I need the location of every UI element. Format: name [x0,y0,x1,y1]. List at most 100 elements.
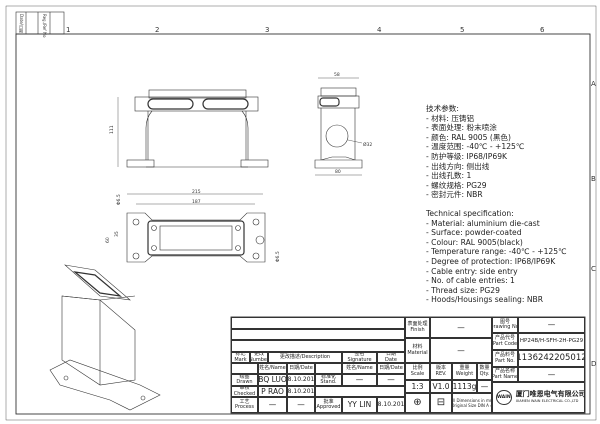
dim-entry: Ø32 [363,141,372,148]
dim-inner-y: 35 [114,231,120,237]
grid-col-6: 6 [540,26,545,34]
process-date: — [287,397,315,413]
approved-label: 批准 Approved [315,397,342,413]
grid-row-a: A [591,80,596,88]
projection-cone-icon: ⊟ [430,393,452,413]
number-header: 更改 Number [250,352,268,363]
isometric-view [49,264,161,411]
scale-label: 比例 Scale [405,363,430,380]
company-name: 厦门唯恩电气有限公司 XIAMEN WAIN ELECTRICAL CO.,LT… [515,390,585,405]
approved-date: 18.10.2010 [377,397,405,413]
stand-date: — [377,374,405,386]
dim-pitch-y: 60 [105,237,111,243]
grid-col-1: 1 [66,26,71,34]
spec-en-item: - Thread size: PG29 [426,285,500,295]
grid-row-c: C [591,265,596,273]
part-no-label: 产品料号 Part No. [492,350,518,367]
spec-en: Technical specification: - Material: alu… [426,209,567,305]
spec-cn-item: - 温度范围: -40℃ - +125℃ [426,142,525,152]
dim-hole-pitch: 187 [192,199,201,205]
spec-en-item: - Surface: powder-coated [426,228,522,238]
spec-en-item: - No. of cable entries: 1 [426,276,515,286]
stand-label: 标准化 Stand. [315,374,342,386]
side-view [314,77,363,176]
date-subheader: 日期/Date [287,363,315,374]
spec-cn-item: - 出线方向: 侧出线 [426,161,490,171]
dim-length: 215 [192,189,201,195]
finish-label: 表面处理 Finish [405,317,430,338]
checked-label: 审核 Checked [231,386,258,397]
qty-label: 数量 Qty. [477,363,492,380]
corner-box [15,11,65,35]
diagonal-cell [315,363,342,374]
revision-row [231,340,405,352]
corner-label-date: Date/日期 [19,14,24,33]
spec-cn-item: - 防护等级: IP68/IP69K [426,151,508,161]
approved-name: YY LIN [342,397,377,413]
dim-hole-dia: Φ6.5 [116,194,122,205]
drawn-name: BQ LUO [258,374,287,386]
inner-border [15,33,591,415]
spec-en-item: - Material: aluminium die-cast [426,218,540,228]
spec-cn-title: 技术参数: [426,104,459,113]
name-header-2: 姓名/Name [342,363,377,374]
date-subheader-2: 日期/Date [377,363,405,374]
date-header: 日期 Date [377,352,405,363]
dim-hole-dia-right: Φ6.5 [275,251,281,262]
grid-col-4: 4 [377,26,382,34]
diagonal-cell [231,363,258,374]
grid-row-b: B [591,175,596,183]
signature-header: 签名 Signature [342,352,377,363]
drawing-no-label: 图号 Drawing No. [492,317,518,333]
checked-name: P RAO [258,386,287,397]
spec-cn-item: - 材料: 压铸铝 [426,113,475,123]
dim-height: 111 [109,125,115,134]
projection-symbol-icon: ⊕ [405,393,430,413]
drawn-label: 绘图 Drawn [231,374,258,386]
company-name-cn: 厦门唯恩电气有限公司 [515,390,585,399]
spec-en-item: - Hoods/Housings sealing: NBR [426,295,544,305]
spec-cn-item: - 螺纹规格: PG29 [426,180,487,190]
spec-cn-item: - 表面处理: 粉末喷涂 [426,123,497,133]
part-no-value: 1136242205012 [518,350,585,367]
spec-cn-item: - 密封元件: NBR [426,190,483,200]
rev-value: V1.0 [430,380,452,393]
spec-cn: 技术参数: - 材料: 压铸铝 - 表面处理: 粉末喷涂 - 颜色: RAL 9… [426,104,524,200]
dim-width-side: 58 [334,72,340,78]
grid-col-3: 3 [265,26,270,34]
drawing-no-value: — [518,317,585,333]
spec-en-item: - Temperature range: -40℃ - +125℃ [426,247,567,257]
blank-cell [315,386,405,397]
dimensions-note: All Dimensions in mm Original Size DIN A… [452,393,492,413]
spec-en-item: - Degree of protection: IP68/IP69K [426,256,556,266]
name-header: 姓名/Name [258,363,287,374]
spec-en-title: Technical specification: [426,209,514,218]
grid-col-2: 2 [155,26,160,34]
process-label: 工艺 Process [231,397,258,413]
material-value: — [430,338,492,363]
rev-label: 版本 REV. [430,363,452,380]
scale-value: 1:3 [405,380,430,393]
mark-header: 标记 Mark [231,352,250,363]
revision-row [231,329,405,340]
part-code-value: HP24B/H-SFH-2H-PG29 [518,333,585,350]
description-header: 更改描述/Description [268,352,342,363]
checked-date: 18.10.2010 [287,386,315,397]
part-name-label: 产品名称 Part Name [492,367,518,382]
spec-en-item: - Cable entry: side entry [426,266,518,276]
outer-border [5,5,597,421]
qty-value: — [477,380,492,393]
drawn-date: 18.10.2010 [287,374,315,386]
corner-label-ref: Reg./Ref No [42,14,47,38]
plan-view [126,193,266,263]
stand-name: — [342,374,377,386]
material-label: 材料 Material [405,338,430,363]
spec-cn-item: - 出线孔数: 1 [426,171,472,181]
spec-cn-item: - 颜色: RAL 9005 (黑色) [426,132,511,142]
revision-row [231,317,405,329]
spec-en-item: - Colour: RAL 9005(black) [426,237,523,247]
part-name-value: — [518,367,585,382]
company-logo: WAIN [496,390,512,405]
grid-col-5: 5 [460,26,465,34]
